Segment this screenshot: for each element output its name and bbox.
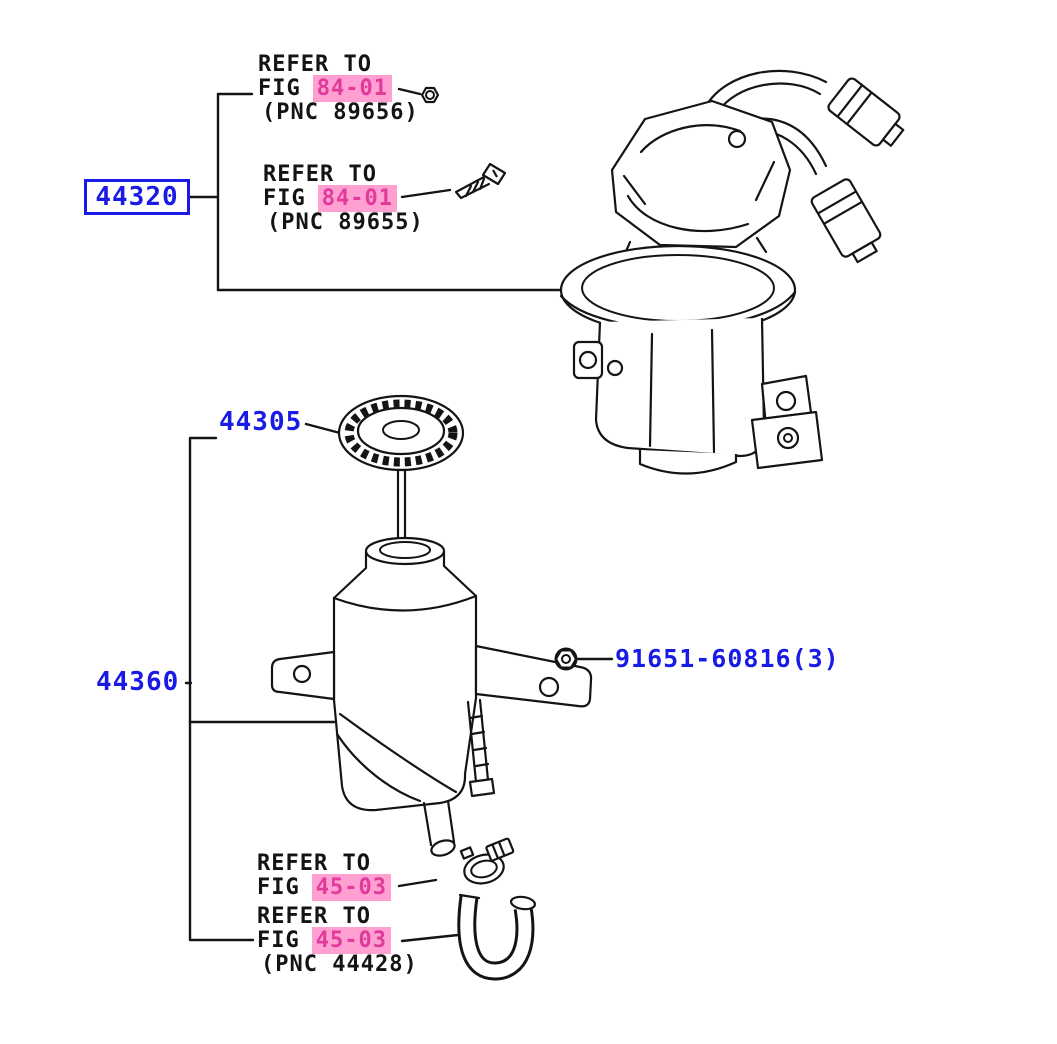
leader-44320-bracket — [186, 92, 254, 292]
reservoir-drawing — [270, 536, 593, 857]
pnc-text: (PNC 44428) — [261, 952, 418, 977]
fig-link-84-01[interactable]: 84-01 — [317, 185, 397, 212]
part-number-44360[interactable]: 44360 — [96, 667, 180, 697]
fig-line: FIG 45-03 — [257, 874, 391, 901]
small-nut-icon — [420, 86, 440, 104]
fig-text: FIG — [257, 875, 300, 900]
fig-line: FIG 45-03 — [257, 927, 418, 954]
leader-ref2-to-screw — [400, 188, 452, 199]
reference-block-89655: REFER TO FIG 84-01 (PNC 89655) — [263, 163, 424, 235]
wire-connector-icon — [810, 178, 882, 264]
leader-ref3-to-clamp — [397, 878, 438, 888]
fig-link-45-03[interactable]: 45-03 — [311, 927, 391, 954]
refer-to-text: REFER TO — [263, 162, 377, 187]
fig-text: FIG — [258, 76, 301, 101]
fig-line: FIG 84-01 — [263, 185, 424, 212]
reference-block-clamp: REFER TO FIG 45-03 — [257, 851, 391, 901]
bracket-right-wing — [474, 644, 593, 708]
reference-block-89656: REFER TO FIG 84-01 (PNC 89656) — [258, 53, 419, 125]
reservoir-cap-drawing — [337, 394, 465, 542]
refer-to-text: REFER TO — [258, 52, 372, 77]
fig-line: FIG 84-01 — [258, 75, 419, 102]
fig-link-84-01[interactable]: 84-01 — [312, 75, 392, 102]
bracket-nut-icon — [554, 647, 578, 671]
pump-cap — [610, 99, 792, 249]
fig-text: FIG — [257, 928, 300, 953]
part-number-box-44320[interactable]: 44320 — [84, 179, 190, 215]
pump-wiring-harness — [704, 69, 905, 264]
leader-44360-bracket — [188, 436, 255, 942]
bolt-drawing — [466, 698, 496, 798]
fig-link-45-03[interactable]: 45-03 — [311, 874, 391, 901]
wire-connector-icon — [827, 77, 905, 147]
leader-44305-to-cap — [304, 422, 342, 435]
refer-to-text: REFER TO — [257, 851, 371, 876]
pnc-text: (PNC 89656) — [262, 100, 419, 125]
leader-ref4-to-hose — [400, 933, 460, 943]
part-number-44320[interactable]: 44320 — [95, 182, 179, 212]
leader-lines — [184, 87, 614, 943]
fig-text: FIG — [263, 186, 306, 211]
leader-ref1-to-nut — [397, 87, 422, 96]
hose-clamp-drawing — [459, 837, 515, 885]
part-number-91651-60816[interactable]: 91651-60816(3) — [615, 644, 840, 673]
pnc-text: (PNC 89655) — [267, 210, 424, 235]
refer-to-text: REFER TO — [257, 904, 371, 929]
part-number-44305[interactable]: 44305 — [219, 407, 303, 437]
pump-body — [572, 317, 824, 475]
hose-drawing — [457, 893, 537, 981]
reference-block-44428: REFER TO FIG 45-03 (PNC 44428) — [257, 905, 418, 977]
pump-drawing — [559, 69, 905, 475]
screw-icon — [454, 162, 507, 200]
